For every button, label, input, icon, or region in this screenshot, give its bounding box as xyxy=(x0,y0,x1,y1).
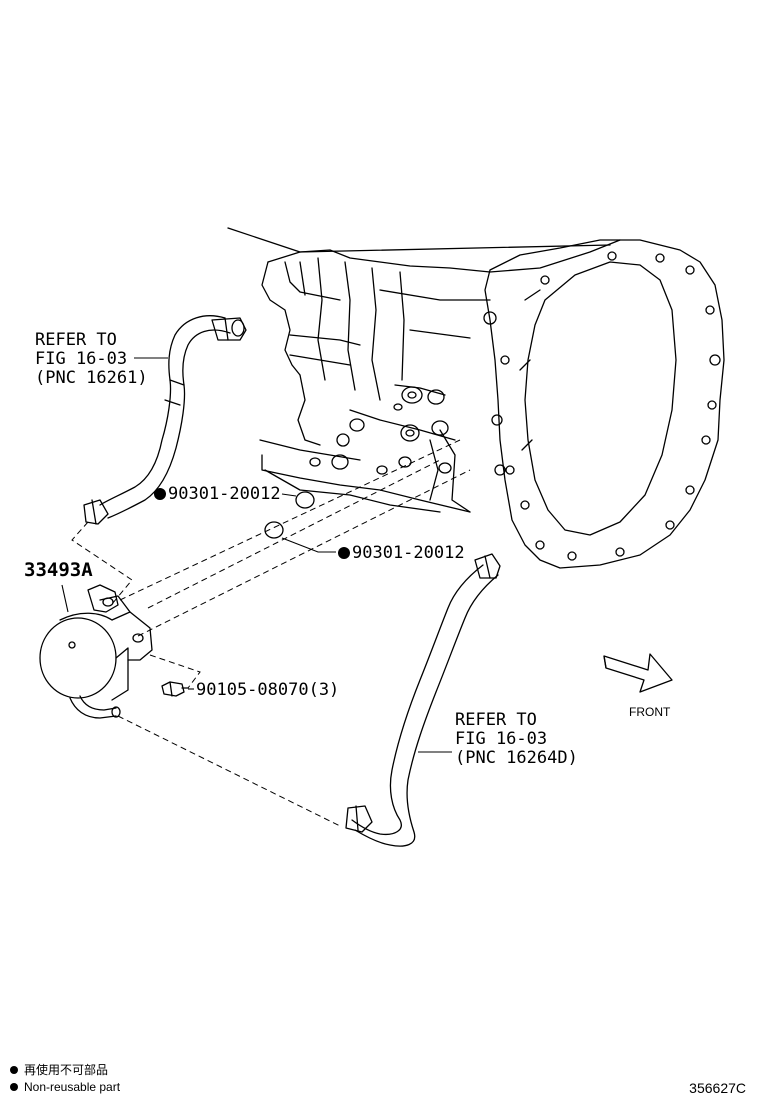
bolt-90105 xyxy=(161,681,189,697)
refer-lower-line2: FIG 16-03 xyxy=(455,729,548,749)
refer-upper-line2: FIG 16-03 xyxy=(35,349,128,369)
part-label-o-ring-1: 90301-20012 xyxy=(154,484,281,504)
assembly-dash-lines xyxy=(71,439,471,827)
o-ring-lower xyxy=(264,521,284,539)
upper-oil-cooler-hose xyxy=(83,315,247,525)
non-reusable-marker-icon xyxy=(154,488,166,500)
part-label-bolt: 90105-08070(3) xyxy=(196,680,340,700)
lower-oil-cooler-hose xyxy=(345,553,501,847)
front-label: FRONT xyxy=(629,705,671,719)
front-arrow-icon xyxy=(603,653,673,693)
figure-number: 356627C xyxy=(689,1080,746,1096)
refer-lower-line3: (PNC 16264D) xyxy=(455,748,578,768)
part-number: 90301-20012 xyxy=(352,543,465,563)
part-label-33493A: 33493A xyxy=(24,559,93,581)
non-reusable-marker-icon xyxy=(10,1083,18,1091)
refer-upper-line1: REFER TO xyxy=(35,330,117,350)
legend-text-cn: 再使用不可部品 xyxy=(24,1063,109,1077)
oil-cooler-33493A xyxy=(39,584,153,719)
legend-text-en: Non-reusable part xyxy=(24,1080,121,1094)
part-number: 90301-20012 xyxy=(168,484,281,504)
transmission-housing xyxy=(227,227,725,569)
non-reusable-marker-icon xyxy=(10,1066,18,1074)
non-reusable-marker-icon xyxy=(338,547,350,559)
refer-lower-line1: REFER TO xyxy=(455,710,537,730)
leader-lines xyxy=(61,357,452,753)
part-label-o-ring-2: 90301-20012 xyxy=(338,543,465,563)
o-ring-upper xyxy=(295,491,315,509)
legend-line-cn: 再使用不可部品 xyxy=(10,1062,108,1078)
refer-upper-line3: (PNC 16261) xyxy=(35,368,148,388)
legend-line-en: Non-reusable part xyxy=(10,1079,120,1095)
